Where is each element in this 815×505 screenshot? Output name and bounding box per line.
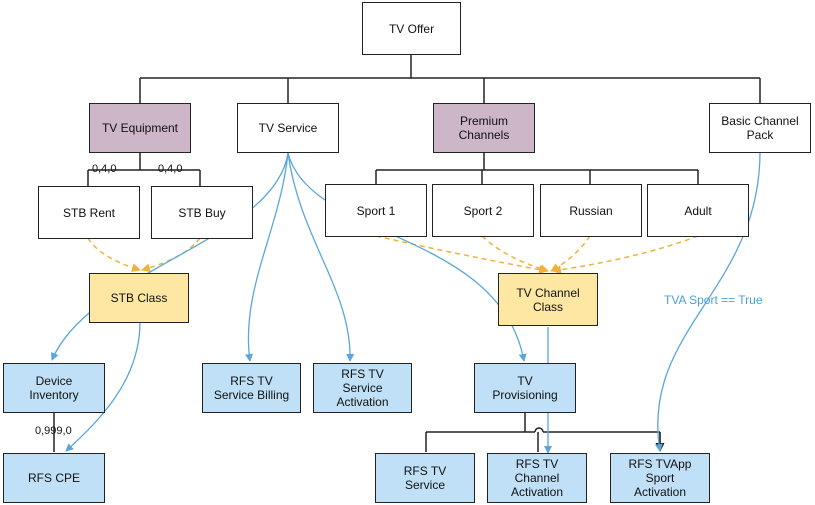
node-rfs-tv-service-activation[interactable]: RFS TV Service Activation	[313, 363, 412, 413]
node-sport-1[interactable]: Sport 1	[325, 184, 427, 237]
node-premium-channels[interactable]: Premium Channels	[433, 103, 535, 153]
node-adult[interactable]: Adult	[647, 184, 749, 237]
node-tv-service[interactable]: TV Service	[237, 103, 339, 153]
cardinality-stb-rent: 0,4,0	[92, 163, 117, 175]
node-rfs-tv-service-billing[interactable]: RFS TV Service Billing	[202, 363, 301, 413]
equipment-tree-lines	[87, 152, 201, 186]
node-rfs-tv-channel-activation[interactable]: RFS TV Channel Activation	[487, 453, 587, 503]
node-stb-class[interactable]: STB Class	[89, 273, 189, 323]
node-tv-channel-class[interactable]: TV Channel Class	[498, 273, 598, 326]
node-rfs-tv-service[interactable]: RFS TV Service	[375, 453, 475, 503]
node-tv-offer[interactable]: TV Offer	[362, 2, 461, 55]
premium-tree-lines	[375, 152, 699, 184]
node-rfs-tvapp-sport-activation[interactable]: RFS TVApp Sport Activation	[610, 453, 710, 503]
node-rfs-cpe[interactable]: RFS CPE	[3, 453, 105, 503]
cardinality-rfs-cpe: 0,999,0	[35, 425, 72, 437]
node-sport-2[interactable]: Sport 2	[432, 184, 534, 237]
condition-label: TVA Sport == True	[664, 293, 763, 307]
node-russian[interactable]: Russian	[540, 184, 642, 237]
node-stb-rent[interactable]: STB Rent	[38, 186, 140, 239]
node-tv-provisioning[interactable]: TV Provisioning	[474, 363, 576, 413]
node-tv-equipment[interactable]: TV Equipment	[89, 103, 191, 153]
node-device-inventory[interactable]: Device Inventory	[3, 363, 105, 413]
class-dashed-arrows	[87, 235, 699, 275]
cardinality-stb-buy: 0,4,0	[158, 163, 183, 175]
provisioning-tree-lines	[425, 412, 660, 452]
offer-tree-lines	[139, 55, 761, 103]
node-stb-buy[interactable]: STB Buy	[151, 186, 253, 239]
node-basic-channel-pack[interactable]: Basic Channel Pack	[709, 103, 811, 153]
